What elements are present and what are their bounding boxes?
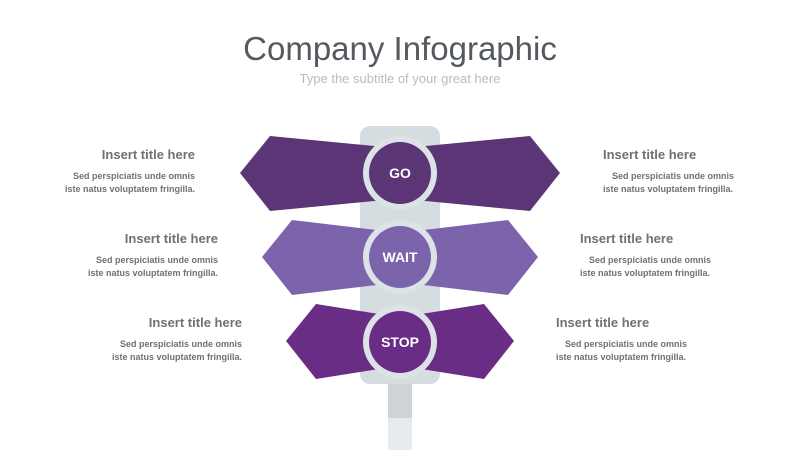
sign-go-left-arrow: [240, 136, 385, 211]
right-block-1: Insert title here Sed perspiciatis unde …: [603, 147, 800, 196]
block-title: Insert title here: [101, 147, 195, 162]
sign-wait-right-arrow: [415, 220, 538, 295]
block-title: Insert title here: [556, 315, 650, 330]
block-text-line: iste natus voluptatem fringilla.: [603, 184, 734, 194]
sign-wait-circle: [369, 226, 431, 288]
sign-wait-left-arrow: [262, 220, 385, 295]
block-title: Insert title here: [148, 315, 242, 330]
block-text-line: Sed perspiciatis unde omnis: [565, 339, 688, 349]
right-block-3: Insert title here Sed perspiciatis unde …: [556, 315, 756, 364]
block-text-line: Sed perspiciatis unde omnis: [72, 171, 195, 181]
signpost-pole-base: [388, 418, 412, 450]
block-text-line: Sed perspiciatis unde omnis: [95, 255, 218, 265]
block-text-line: Sed perspiciatis unde omnis: [119, 339, 242, 349]
block-title: Insert title here: [124, 231, 218, 246]
block-text-line: iste natus voluptatem fringilla.: [556, 352, 687, 362]
sign-stop-circle: [369, 311, 431, 373]
page-title: Company Infographic: [243, 30, 557, 67]
page-subtitle: Type the subtitle of your great here: [299, 71, 501, 86]
left-block-3: Insert title here Sed perspiciatis unde …: [42, 315, 242, 364]
signpost-pole-stem: [388, 384, 412, 418]
right-block-2: Insert title here Sed perspiciatis unde …: [580, 231, 780, 280]
sign-go-label: GO: [389, 165, 411, 181]
sign-stop-right-arrow: [415, 304, 514, 379]
block-text-line: iste natus voluptatem fringilla.: [111, 352, 242, 362]
left-block-1: Insert title here Sed perspiciatis unde …: [0, 147, 195, 196]
block-text-line: iste natus voluptatem fringilla.: [87, 268, 218, 278]
left-block-2: Insert title here Sed perspiciatis unde …: [18, 231, 218, 280]
sign-go-right-arrow: [415, 136, 560, 211]
sign-stop-label: STOP: [381, 334, 419, 350]
block-text-line: Sed perspiciatis unde omnis: [589, 255, 712, 265]
block-text-line: iste natus voluptatem fringilla.: [580, 268, 711, 278]
sign-go-circle: [369, 142, 431, 204]
block-text-line: Sed perspiciatis unde omnis: [612, 171, 735, 181]
block-text-line: iste natus voluptatem fringilla.: [64, 184, 195, 194]
block-title: Insert title here: [580, 231, 674, 246]
sign-stop-left-arrow: [286, 304, 385, 379]
sign-wait-label: WAIT: [383, 249, 418, 265]
block-title: Insert title here: [603, 147, 697, 162]
